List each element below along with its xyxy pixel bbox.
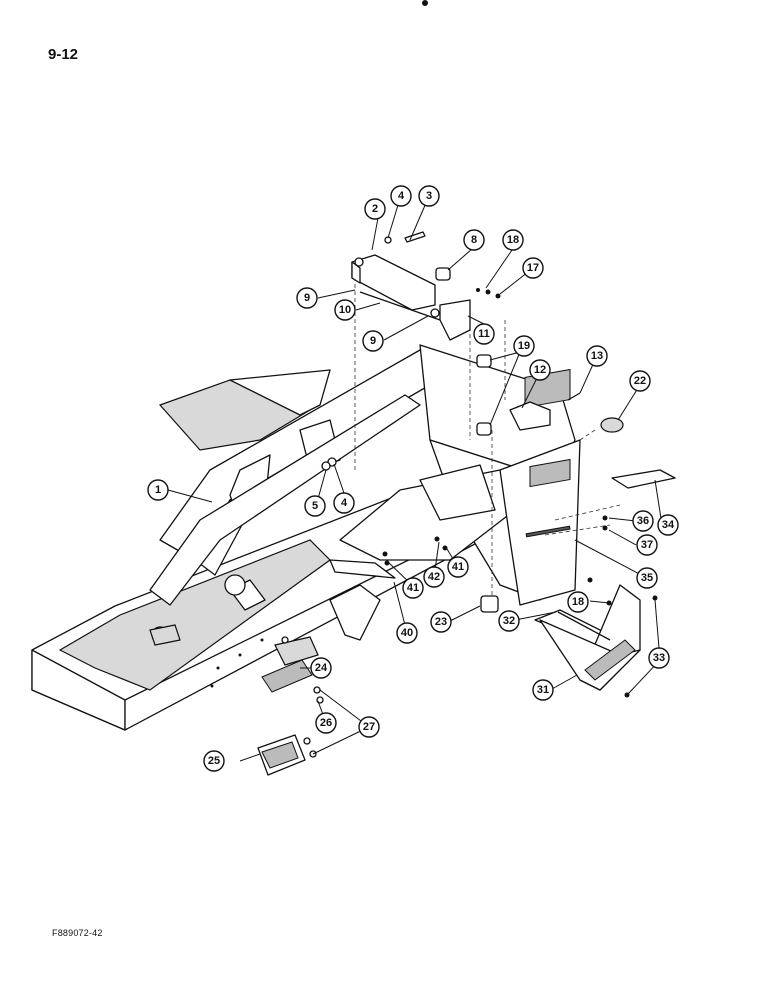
svg-text:8: 8: [471, 234, 477, 246]
svg-text:32: 32: [503, 615, 515, 627]
callout-18-lower: 18: [567, 591, 589, 613]
svg-text:5: 5: [312, 500, 318, 512]
callout-11: 11: [473, 323, 495, 345]
svg-text:9: 9: [304, 292, 310, 304]
callout-37: 37: [636, 534, 658, 556]
svg-text:10: 10: [339, 304, 351, 316]
callout-17: 17: [522, 257, 544, 279]
main-frame: [31, 344, 581, 731]
callout-9-lower: 9: [362, 330, 384, 352]
callout-41-left: 41: [402, 577, 424, 599]
svg-text:19: 19: [518, 340, 530, 352]
callout-10: 10: [334, 299, 356, 321]
page-number: 9-12: [48, 46, 79, 63]
svg-text:12: 12: [534, 364, 546, 376]
callout-24: 24: [310, 657, 332, 679]
svg-text:34: 34: [662, 519, 675, 531]
callout-4-top: 4: [390, 185, 412, 207]
callout-18-top: 18: [502, 229, 524, 251]
upper-bracket-assembly: [351, 231, 624, 613]
figure-id: F889072-42: [52, 928, 103, 938]
svg-text:27: 27: [363, 721, 375, 733]
callout-25: 25: [203, 750, 225, 772]
callout-9-upper: 9: [296, 287, 318, 309]
callout-12: 12: [529, 359, 551, 381]
svg-text:13: 13: [591, 350, 603, 362]
svg-text:18: 18: [572, 596, 584, 608]
projection-lines: [354, 270, 621, 600]
lower-hardware: [257, 457, 448, 776]
svg-text:35: 35: [641, 572, 653, 584]
svg-text:41: 41: [452, 561, 464, 573]
callout-22: 22: [629, 370, 651, 392]
callout-33: 33: [648, 647, 670, 669]
callout-31: 31: [532, 679, 554, 701]
svg-text:2: 2: [372, 203, 378, 215]
callout-3: 3: [418, 185, 440, 207]
callout-32: 32: [498, 610, 520, 632]
svg-text:11: 11: [478, 328, 490, 340]
svg-text:9: 9: [370, 335, 376, 347]
svg-text:42: 42: [428, 571, 440, 583]
callout-35: 35: [636, 567, 658, 589]
callout-19: 19: [513, 335, 535, 357]
svg-text:4: 4: [398, 190, 405, 202]
svg-text:41: 41: [407, 582, 419, 594]
callout-1: 1: [147, 479, 169, 501]
callout-8: 8: [463, 229, 485, 251]
callout-2: 2: [364, 198, 386, 220]
callout-13: 13: [586, 345, 608, 367]
svg-text:33: 33: [653, 652, 665, 664]
callout-36: 36: [632, 510, 654, 532]
svg-text:40: 40: [401, 627, 413, 639]
svg-text:25: 25: [208, 755, 220, 767]
callout-40: 40: [396, 622, 418, 644]
callout-27: 27: [358, 716, 380, 738]
svg-text:31: 31: [537, 684, 549, 696]
svg-text:24: 24: [315, 662, 328, 674]
svg-text:36: 36: [637, 515, 649, 527]
callout-4-mid: 4: [333, 492, 355, 514]
callout-34: 34: [657, 514, 679, 536]
svg-text:17: 17: [527, 262, 539, 274]
callout-41-right: 41: [447, 556, 469, 578]
svg-text:37: 37: [641, 539, 653, 551]
svg-text:18: 18: [507, 234, 519, 246]
callout-26: 26: [315, 712, 337, 734]
svg-text:1: 1: [155, 484, 161, 496]
svg-text:26: 26: [320, 717, 332, 729]
callout-23: 23: [430, 611, 452, 633]
svg-text:22: 22: [634, 375, 646, 387]
svg-text:23: 23: [435, 616, 447, 628]
svg-text:4: 4: [341, 497, 348, 509]
svg-text:3: 3: [426, 190, 432, 202]
registration-mark: [422, 0, 428, 6]
callout-5: 5: [304, 495, 326, 517]
callout-42: 42: [423, 566, 445, 588]
